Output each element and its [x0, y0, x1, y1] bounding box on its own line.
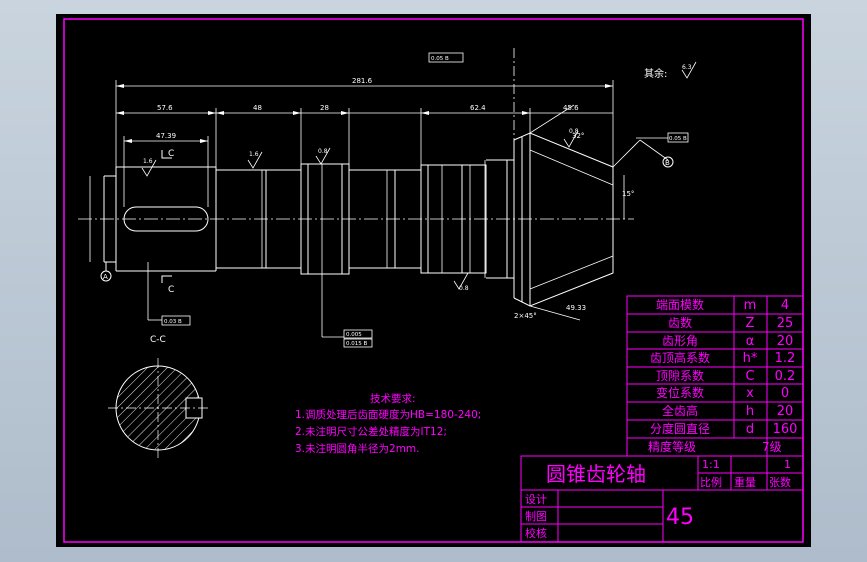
roughness-5: 0.8 [569, 128, 579, 135]
roughness-rest-label: 其余: [644, 67, 667, 80]
roughness-3: 0.8 [318, 148, 328, 155]
dimension-arrows [116, 84, 613, 143]
scale-label: 比例 [700, 475, 722, 489]
roughness-rest-value: 6.3 [682, 64, 692, 71]
param-symbol: α [746, 334, 755, 349]
param-name: 变位系数 [656, 385, 704, 400]
notes-line-3: 3.未注明圆角半径为2mm. [295, 442, 420, 455]
section-markers [161, 150, 172, 283]
dim-chamfer-angle: 2×45° [514, 312, 537, 320]
dim-slope-angle: 15° [622, 190, 634, 198]
notes-heading: 技术要求: [370, 392, 416, 405]
tolerance-runout: 0.05 B [669, 136, 687, 142]
cone-tooth-lines [529, 149, 614, 290]
roughness-4: 0.8 [459, 285, 469, 292]
dim-seg-2: 48 [253, 104, 262, 112]
tolerance-top: 0.05 B [431, 56, 449, 62]
dim-cone-angle: 32° [572, 132, 584, 140]
parameter-rows: 端面模数 m 4 齿数 Z 25 齿形角 α 20 齿顶高系数 h* 1.2 顶隙系数 C 0.2 变位系数 x… [650, 297, 797, 437]
drawing-canvas [56, 14, 811, 547]
scale-value: 1:1 [702, 458, 720, 471]
datum-b: B [665, 159, 670, 167]
tolerance-keyway: 0.03 B [164, 319, 182, 325]
param-name: 齿数 [668, 315, 692, 330]
param-symbol: m [744, 298, 757, 313]
dim-keyway-length: 47.39 [156, 132, 176, 140]
param-value: 0.2 [775, 369, 796, 384]
title-block [520, 455, 804, 543]
dim-seg-4: 62.4 [470, 104, 486, 112]
param-value: 20 [777, 404, 794, 419]
param-name: 分度圆直径 [650, 421, 710, 436]
datum-markers [100, 156, 674, 282]
precision-value: 7级 [762, 440, 782, 454]
dim-seg-5: 45.6 [563, 104, 579, 112]
roughness-2: 1.6 [249, 151, 259, 158]
param-symbol: C [745, 369, 754, 384]
param-symbol: Z [746, 316, 755, 331]
section-label-top: C [168, 149, 174, 159]
datum-a: A [103, 273, 108, 281]
section-view [108, 358, 208, 458]
dim-overall-length: 281.6 [352, 77, 373, 85]
drawing-title: 圆锥齿轮轴 [546, 462, 646, 486]
param-name: 齿形角 [662, 334, 698, 348]
notes-line-2: 2.未注明尺寸公差处精度为IT12; [295, 425, 447, 438]
roughness-texts: 1.6 1.6 0.8 0.8 0.8 6.3 [143, 64, 692, 292]
param-symbol: d [746, 422, 754, 437]
section-view-title: C-C [150, 335, 166, 345]
param-symbol: h [746, 404, 754, 419]
param-value: 1.2 [775, 351, 796, 366]
drawing-number: 45 [666, 505, 694, 530]
check-label: 校核 [525, 526, 547, 540]
param-name: 全齿高 [662, 403, 698, 418]
param-value: 25 [777, 316, 794, 331]
precision-label: 精度等级 [648, 439, 696, 454]
param-symbol: h* [743, 351, 758, 366]
design-label: 设计 [525, 493, 547, 506]
draw-label: 制图 [525, 510, 547, 523]
dim-seg-1: 57.6 [157, 104, 173, 112]
param-value: 0 [781, 386, 789, 401]
datum-texts: A B [103, 159, 670, 281]
roughness-symbols [141, 61, 697, 290]
param-value: 160 [773, 422, 798, 437]
tolerance-bottom-2: 0.015 B [346, 341, 367, 347]
technical-notes: 技术要求: 1.调质处理后齿面硬度为HB=180-240; 2.未注明尺寸公差处… [295, 392, 481, 455]
param-name: 齿顶高系数 [650, 350, 710, 365]
drawing-frame [63, 18, 804, 543]
param-value: 4 [781, 298, 789, 313]
section-labels: C C C-C [150, 149, 174, 345]
param-name: 顶隙系数 [656, 368, 704, 383]
dimension-lines [89, 80, 669, 338]
sheets-value: 1 [784, 458, 791, 471]
section-label-bottom: C [168, 285, 174, 295]
roughness-1: 1.6 [143, 158, 153, 165]
tolerance-frames [161, 52, 689, 348]
notes-line-1: 1.调质处理后齿面硬度为HB=180-240; [295, 408, 481, 421]
sheets-label: 张数 [769, 476, 791, 489]
dim-seg-3: 28 [320, 104, 329, 112]
tolerance-texts: 0.05 B 0.05 B 0.03 B 0.005 0.015 B [164, 56, 687, 347]
param-name: 端面模数 [656, 297, 704, 312]
tolerance-bottom-1: 0.005 [346, 332, 362, 338]
dimension-texts: 281.6 57.6 48 28 62.4 45.6 47.39 49.33 1… [156, 77, 634, 320]
param-symbol: x [746, 386, 754, 401]
weight-label: 重量 [734, 475, 756, 489]
param-value: 20 [777, 334, 794, 349]
dim-chamfer-length: 49.33 [566, 304, 586, 312]
title-block-texts: 1:1 1 比例 重量 张数 设计 制图 校核 [525, 458, 791, 540]
